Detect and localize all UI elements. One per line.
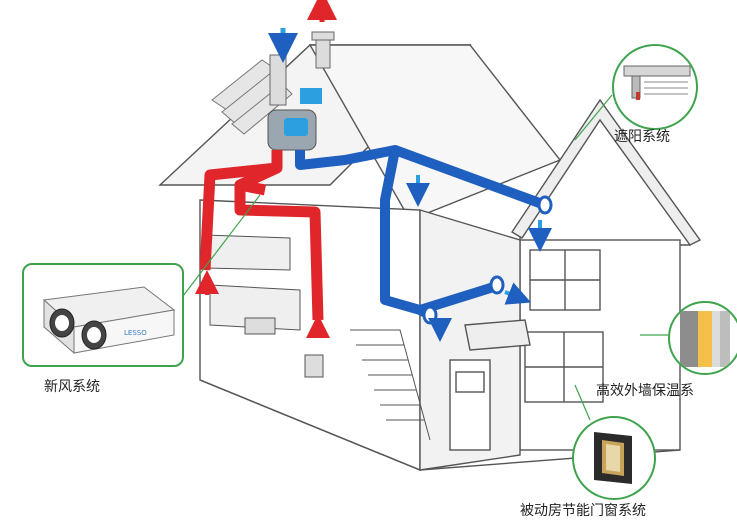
attic-ventilation-unit: [267, 88, 322, 151]
supply-air-ducts: [199, 150, 324, 321]
ventilation-unit-icon: LESSO: [42, 286, 176, 355]
wall-insulation-icon: [680, 311, 730, 367]
insulation-system-inset: [668, 301, 737, 375]
shading-blind-icon: [623, 65, 691, 100]
shading-system-inset: [612, 44, 698, 130]
window-frame-icon: [594, 432, 632, 484]
unit-brand: LESSO: [124, 329, 147, 337]
interior-rooms: [204, 234, 324, 378]
interior-stairs: [350, 329, 431, 441]
insulation-system-label: 高效外墙保温系: [596, 383, 694, 399]
ventilation-system-label: 新风系统: [44, 379, 100, 395]
window-system-inset: [572, 416, 656, 500]
window-system-label: 被动房节能门窗系统: [520, 503, 646, 519]
airflow-arrows: [195, 0, 552, 342]
house-windows: [449, 249, 604, 451]
shading-system-label: 遮阳系统: [614, 129, 670, 145]
callout-lines: [179, 94, 668, 421]
roof-vents: [269, 31, 335, 106]
ventilation-unit-inset: LESSO: [22, 263, 184, 367]
